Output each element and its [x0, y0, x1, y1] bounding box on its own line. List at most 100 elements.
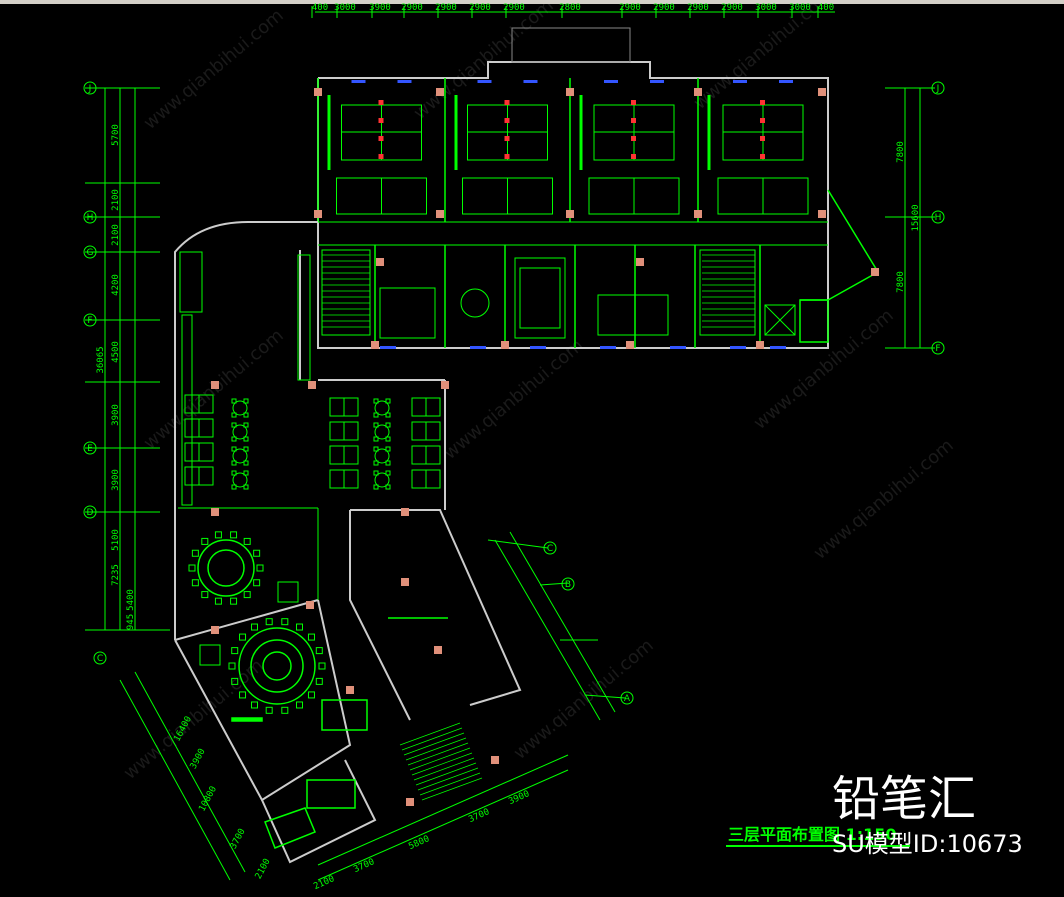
column-marker: [376, 258, 384, 266]
column-marker: [694, 210, 702, 218]
watermark-text: www.qianbihui.com: [810, 435, 958, 564]
left-dimension-value: 7235: [111, 564, 121, 586]
top-dimension-value: 3900: [369, 3, 391, 13]
grid-bubble: [931, 341, 945, 355]
lower-band-rooms: [321, 245, 796, 348]
left-dimension-lines: [85, 87, 170, 631]
column-marker: [401, 508, 409, 516]
column-marker: [756, 341, 764, 349]
right-dimension-value: 15600: [911, 204, 921, 231]
column-marker: [441, 381, 449, 389]
column-marker: [566, 210, 574, 218]
grid-label: A: [624, 694, 631, 704]
right-dimension-lines: [885, 87, 935, 349]
diagonal-dimension-lines: [487, 531, 626, 721]
office-partitions: [317, 78, 809, 349]
column-marker: [401, 578, 409, 586]
dining-hall-inner: [178, 251, 319, 600]
right-dimension-labels: 7800 15600 7800: [896, 141, 921, 293]
stair-hatching: [322, 254, 755, 328]
lower-stair-hatching: [399, 722, 483, 801]
bottom-dimension-value: 2100: [254, 857, 273, 881]
top-dimension-value: 2900: [721, 3, 743, 13]
column-marker: [871, 268, 879, 276]
model-id-label: SU模型ID:10673: [832, 830, 1023, 858]
bottom-dimension-value: 3900: [189, 747, 208, 771]
bottom-dimension-value: 3700: [229, 827, 248, 851]
left-dimension-value: 3900: [111, 469, 121, 491]
brand-logo-text: 铅笔汇: [832, 771, 976, 827]
watermark-text: www.qianbihui.com: [750, 305, 898, 434]
drawing-title: 三层平面布置图 1:150: [728, 825, 897, 844]
top-dimension-value: 2900: [401, 3, 423, 13]
grid-bubble: [83, 313, 97, 327]
column-marker: [211, 626, 219, 634]
bottom-dimension-value: 5800: [407, 834, 431, 852]
left-dimension-value: 36065: [96, 346, 106, 373]
watermark-text: www.qianbihui.com: [510, 635, 658, 764]
banquet-chairs: [188, 531, 326, 714]
dining-tables: [184, 394, 441, 490]
top-dimension-value: 3000: [789, 3, 811, 13]
right-grid-bubbles: JHF: [931, 81, 945, 355]
column-marker: [346, 686, 354, 694]
top-dimension-value: 3000: [334, 3, 356, 13]
left-dimension-value: 4500: [111, 341, 121, 363]
bottom-dimension-labels: 2100370058003700390039001080016400370021…: [172, 715, 531, 892]
diagonal-grid-bubbles: CBA: [543, 541, 634, 705]
column-marker: [434, 646, 442, 654]
grid-label: B: [565, 580, 571, 590]
watermark-text: www.qianbihui.com: [690, 0, 838, 114]
grid-label: F: [935, 344, 940, 354]
left-dimension-value: 5100: [111, 529, 121, 551]
top-dimension-value: 2900: [653, 3, 675, 13]
column-marker: [491, 756, 499, 764]
grid-bubble: [93, 651, 107, 665]
grid-label: J: [88, 84, 92, 94]
right-dimension-value: 7800: [896, 271, 906, 293]
grid-bubble: [931, 81, 945, 95]
office-wing-outline: [317, 61, 829, 349]
bottom-dimension-value: 3900: [507, 789, 531, 807]
column-marker: [371, 341, 379, 349]
grid-bubble: [83, 441, 97, 455]
column-marker: [314, 210, 322, 218]
top-dimension-value: 2900: [435, 3, 457, 13]
dining-hall-outline: [174, 221, 446, 641]
grid-label: H: [935, 213, 942, 223]
column-marker: [818, 210, 826, 218]
watermark-text: www.qianbihui.com: [140, 325, 288, 454]
grid-bubble: [543, 541, 557, 555]
grid-label: C: [97, 654, 103, 664]
column-marker: [314, 88, 322, 96]
right-dimension-value: 7800: [896, 141, 906, 163]
column-marker: [211, 508, 219, 516]
top-dimension-value: 2800: [559, 3, 581, 13]
grid-bubble: [83, 505, 97, 519]
lower-angled-section: [174, 509, 522, 864]
column-marker: [501, 341, 509, 349]
column-marker: [626, 341, 634, 349]
bottom-dimension-value: 10800: [197, 785, 219, 814]
window-top-edge: [0, 0, 1064, 4]
left-dimension-value: 3900: [111, 404, 121, 426]
lower-angled-inner: [231, 617, 448, 849]
grid-label: D: [87, 508, 94, 518]
top-dimension-value: 2900: [469, 3, 491, 13]
grid-bubble: [83, 245, 97, 259]
grid-bubble: [620, 691, 634, 705]
grid-bubble: [561, 577, 575, 591]
column-marker: [306, 601, 314, 609]
left-dimension-value: 5700: [111, 124, 121, 146]
left-dimension-value: 2100: [111, 224, 121, 246]
top-dimension-value: 3000: [755, 3, 777, 13]
grid-bubble: [83, 210, 97, 224]
grid-bubble: [83, 81, 97, 95]
watermark-text: www.qianbihui.com: [140, 5, 288, 134]
column-marker: [436, 88, 444, 96]
top-dimension-value: 2900: [687, 3, 709, 13]
left-dimension-value: 945: [126, 614, 136, 630]
left-dimension-value: 2100: [111, 189, 121, 211]
